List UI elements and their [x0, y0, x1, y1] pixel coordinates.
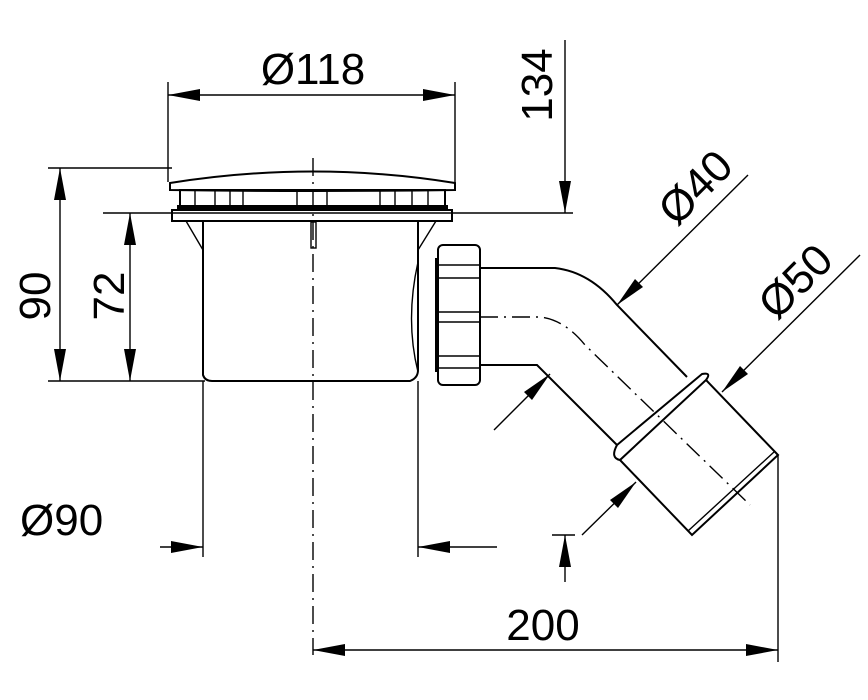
- label-outlet-outer-diameter: Ø50: [749, 235, 842, 328]
- label-body-diameter: Ø90: [20, 496, 103, 545]
- label-body-height: 90: [11, 272, 60, 321]
- dimension-body-diameter: Ø90: [20, 381, 497, 557]
- dimension-total-height: 134: [103, 40, 575, 582]
- drain-cover: [169, 170, 456, 222]
- outlet-nut: [435, 244, 481, 386]
- label-outlet-offset: 200: [506, 601, 579, 650]
- dimension-outlet-outer-diameter: Ø50: [581, 235, 861, 536]
- dimension-top-diameter: Ø118: [167, 45, 456, 182]
- dimension-outlet-inner-diameter: Ø40: [493, 141, 749, 431]
- label-inner-height: 72: [85, 272, 134, 321]
- dimension-outlet-offset: 200: [313, 455, 779, 662]
- outlet-elbow: [480, 267, 780, 537]
- label-total-height: 134: [513, 48, 562, 121]
- label-outlet-inner-diameter: Ø40: [649, 141, 742, 234]
- dimension-body-height: 90: [11, 167, 205, 382]
- dimension-inner-height: 72: [85, 213, 136, 381]
- drain-body: [185, 220, 437, 382]
- label-top-diameter: Ø118: [261, 45, 365, 94]
